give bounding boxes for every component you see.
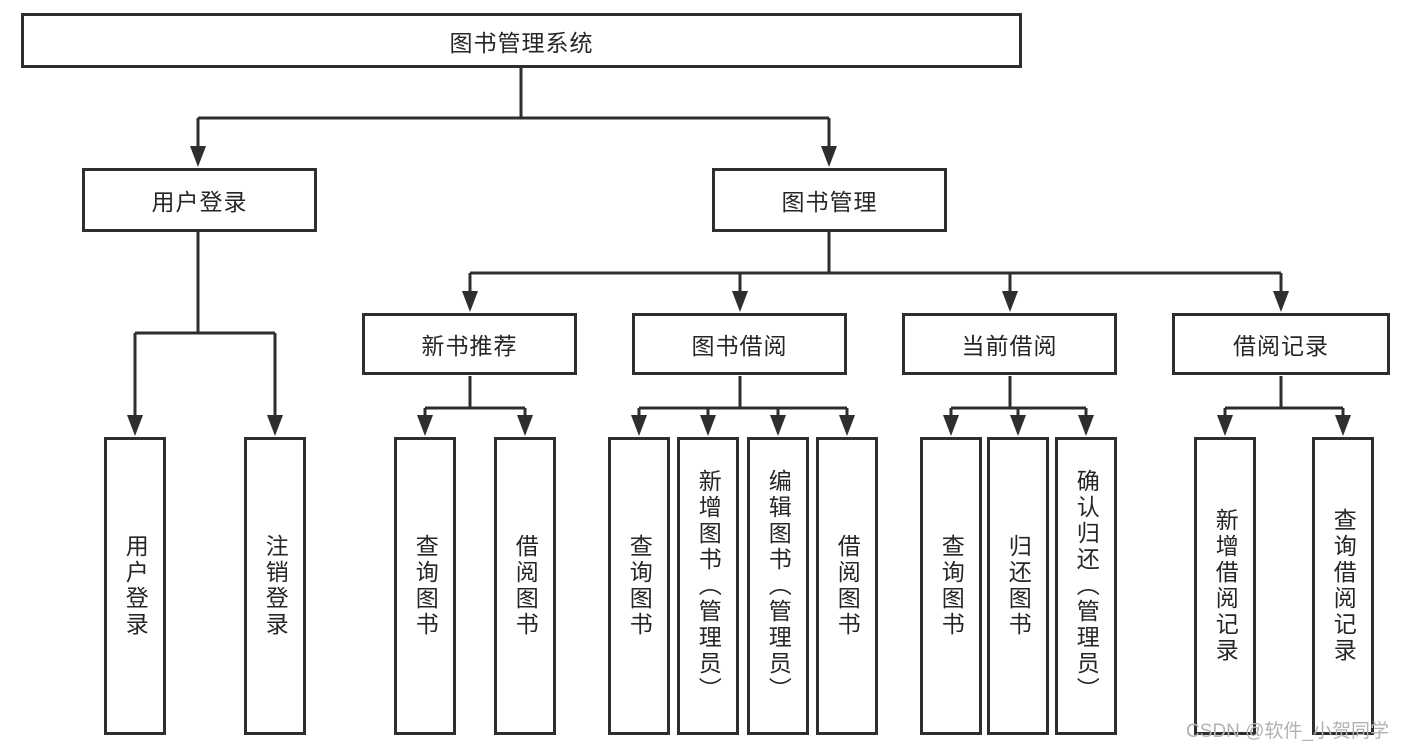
leaf-query-borrow-record: 查询借阅记录 (1312, 437, 1374, 735)
leaf-return-book: 归还图书 (987, 437, 1049, 735)
node-label: 新增图书（管理员） (695, 469, 722, 703)
leaf-logout: 注销登录 (244, 437, 306, 735)
node-label: 图书借阅 (691, 333, 788, 359)
node-root-library-system: 图书管理系统 (21, 13, 1022, 68)
node-label: 图书管理系统 (449, 29, 594, 56)
leaf-add-book-admin: 新增图书（管理员） (677, 437, 739, 735)
leaf-query-books-recommend: 查询图书 (394, 437, 456, 735)
node-label: 注销登录 (262, 534, 289, 638)
node-label: 借阅图书 (512, 534, 539, 638)
leaf-borrow-books-recommend: 借阅图书 (494, 437, 556, 735)
leaf-user-login: 用户登录 (104, 437, 166, 735)
node-label: 新增借阅记录 (1212, 508, 1239, 664)
leaf-query-books-borrow: 查询图书 (608, 437, 670, 735)
csdn-watermark: CSDN @软件_小贺同学 (1186, 721, 1389, 742)
node-label: 图书管理 (781, 189, 878, 215)
node-current-borrow: 当前借阅 (902, 313, 1117, 375)
node-label: 确认归还（管理员） (1073, 469, 1100, 703)
node-borrow-record: 借阅记录 (1172, 313, 1390, 375)
leaf-query-books-current: 查询图书 (920, 437, 982, 735)
leaf-edit-book-admin: 编辑图书（管理员） (747, 437, 809, 735)
node-label: 查询借阅记录 (1330, 508, 1357, 664)
leaf-add-borrow-record: 新增借阅记录 (1194, 437, 1256, 735)
leaf-borrow-books: 借阅图书 (816, 437, 878, 735)
node-new-book-recommend: 新书推荐 (362, 313, 577, 375)
node-label: 借阅记录 (1233, 333, 1329, 359)
node-label: 查询图书 (412, 534, 439, 638)
node-book-management-module: 图书管理 (712, 168, 947, 232)
node-user-login-module: 用户登录 (82, 168, 317, 232)
node-label: 查询图书 (938, 534, 965, 638)
arrowheads (127, 146, 1351, 436)
node-label: 查询图书 (626, 534, 653, 638)
leaf-confirm-return-admin: 确认归还（管理员） (1055, 437, 1117, 735)
node-label: 用户登录 (122, 534, 149, 638)
node-book-borrow: 图书借阅 (632, 313, 847, 375)
node-label: 用户登录 (151, 189, 248, 215)
node-label: 当前借阅 (961, 333, 1058, 359)
node-label: 编辑图书（管理员） (765, 469, 792, 703)
node-label: 新书推荐 (421, 333, 518, 359)
node-label: 借阅图书 (834, 534, 861, 638)
node-label: 归还图书 (1005, 534, 1032, 638)
